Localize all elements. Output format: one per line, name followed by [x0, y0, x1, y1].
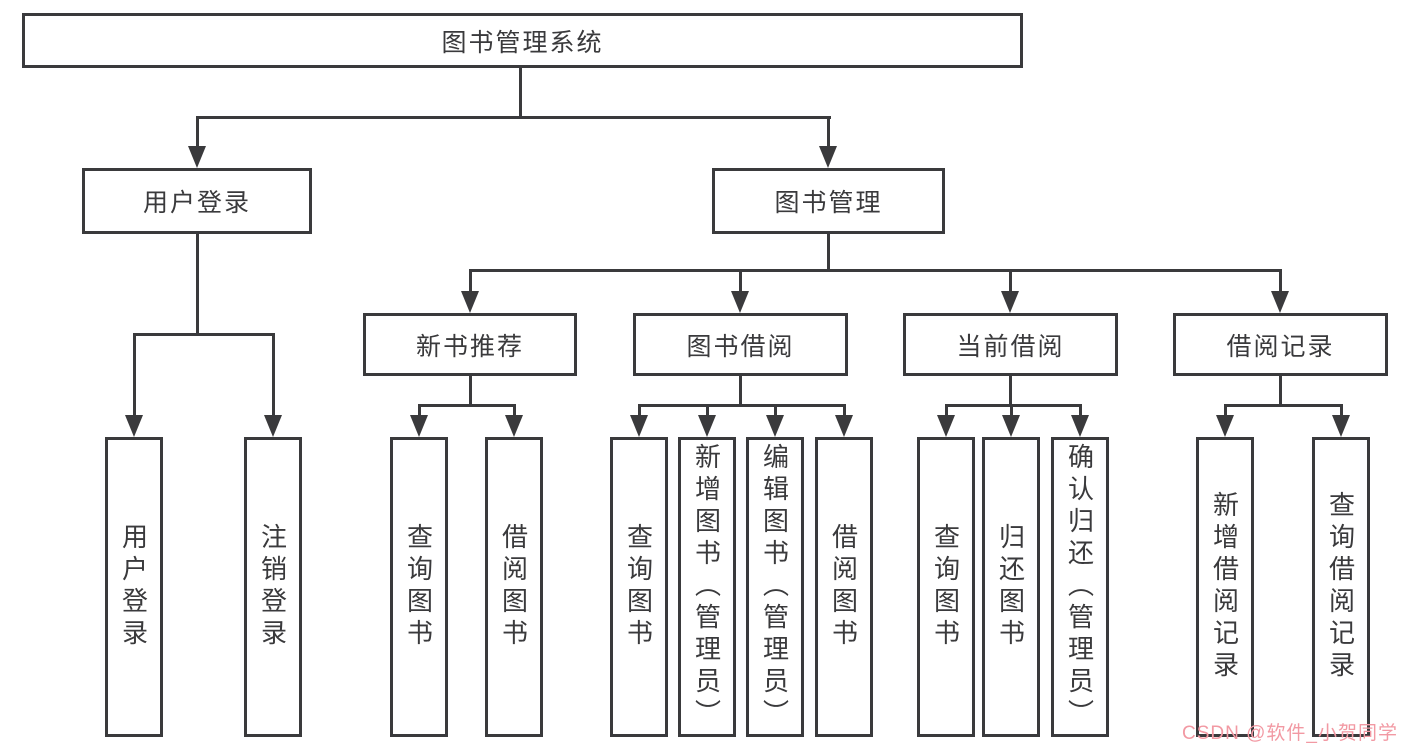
connector-line [1224, 404, 1342, 407]
connector-line [945, 404, 948, 417]
arrowhead-icon [1002, 415, 1020, 437]
csdn-watermark: CSDN @软件_小贺同学 [1182, 723, 1398, 744]
connector-line [519, 66, 522, 118]
connector-line [469, 269, 472, 295]
connector-line [272, 333, 275, 418]
connector-line [196, 116, 199, 148]
leaf-logout: 注销登录 [244, 437, 302, 737]
connector-line [945, 404, 1082, 407]
connector-line [638, 404, 641, 417]
leaf-add-books-admin: 新增图书（管理员） [678, 437, 736, 737]
arrowhead-icon [819, 146, 837, 168]
connector-line [1224, 404, 1227, 417]
node-borrowing-records: 借阅记录 [1173, 313, 1388, 376]
arrowhead-icon [630, 415, 648, 437]
arrowhead-icon [461, 291, 479, 313]
connector-line [418, 404, 516, 407]
leaf-confirm-return-admin: 确认归还（管理员） [1051, 437, 1109, 737]
leaf-borrow-books-recommend: 借阅图书 [485, 437, 543, 737]
leaf-return-books: 归还图书 [982, 437, 1040, 737]
connector-line [133, 333, 275, 336]
connector-line [1009, 373, 1012, 407]
node-book-borrowing: 图书借阅 [633, 313, 848, 376]
arrowhead-icon [835, 415, 853, 437]
arrowhead-icon [937, 415, 955, 437]
arrowhead-icon [766, 415, 784, 437]
connector-line [1079, 404, 1082, 417]
connector-line [843, 404, 846, 417]
node-new-book-recommendation: 新书推荐 [363, 313, 577, 376]
leaf-borrow-books: 借阅图书 [815, 437, 873, 737]
arrowhead-icon [410, 415, 428, 437]
arrowhead-icon [264, 415, 282, 437]
arrowhead-icon [125, 415, 143, 437]
leaf-edit-books-admin: 编辑图书（管理员） [746, 437, 804, 737]
leaf-add-borrow-record: 新增借阅记录 [1196, 437, 1254, 737]
connector-line [827, 116, 830, 148]
leaf-query-books-borrowing: 查询图书 [610, 437, 668, 737]
connector-line [1279, 269, 1282, 295]
leaf-query-books-recommend: 查询图书 [390, 437, 448, 737]
node-user-login: 用户登录 [82, 168, 312, 234]
connector-line [827, 231, 830, 272]
arrowhead-icon [1216, 415, 1234, 437]
connector-line [133, 333, 136, 418]
connector-line [1010, 404, 1013, 417]
node-book-management: 图书管理 [712, 168, 945, 234]
connector-line [739, 269, 742, 295]
connector-line [1340, 404, 1343, 417]
arrowhead-icon [731, 291, 749, 313]
connector-line [739, 373, 742, 407]
leaf-user-login: 用户登录 [105, 437, 163, 737]
connector-line [1279, 373, 1282, 407]
node-library-management-system: 图书管理系统 [22, 13, 1023, 68]
connector-line [774, 404, 777, 417]
arrowhead-icon [1001, 291, 1019, 313]
arrowhead-icon [1271, 291, 1289, 313]
arrowhead-icon [698, 415, 716, 437]
connector-line [469, 269, 1282, 272]
connector-line [196, 234, 199, 335]
arrowhead-icon [1071, 415, 1089, 437]
connector-line [418, 404, 421, 417]
arrowhead-icon [1332, 415, 1350, 437]
connector-line [196, 116, 831, 119]
connector-line [706, 404, 709, 417]
leaf-query-borrow-record: 查询借阅记录 [1312, 437, 1370, 737]
connector-line [469, 373, 472, 407]
arrowhead-icon [188, 146, 206, 168]
connector-line [638, 404, 846, 407]
connector-line [1009, 269, 1012, 295]
connector-line [513, 404, 516, 417]
leaf-query-books-current: 查询图书 [917, 437, 975, 737]
arrowhead-icon [505, 415, 523, 437]
node-current-borrowing: 当前借阅 [903, 313, 1118, 376]
